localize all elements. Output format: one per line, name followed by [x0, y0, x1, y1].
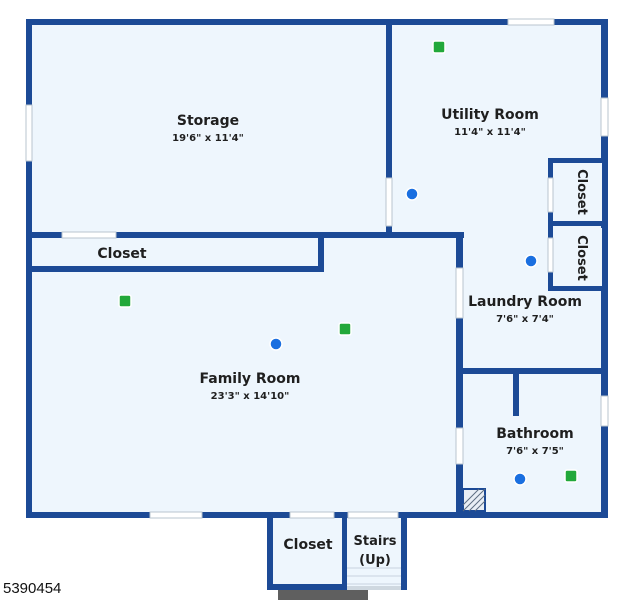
door-storage-utility	[385, 177, 393, 227]
door-bathroom	[455, 427, 464, 465]
stairs-bottom-shadow	[347, 586, 401, 590]
panorama-marker-bathroom[interactable]	[564, 469, 578, 483]
entry-dark	[278, 590, 368, 600]
camera-marker-family[interactable]	[269, 337, 283, 351]
family-name: Family Room	[200, 371, 301, 387]
laundry-name: Laundry Room	[468, 294, 582, 310]
closet-right-1-name: Closet	[574, 169, 589, 215]
laundry-dims: 7'6" x 7'4"	[496, 314, 554, 325]
camera-marker-bathroom[interactable]	[513, 472, 527, 486]
wall-laundry-bath	[460, 368, 608, 374]
panorama-marker-family-right[interactable]	[338, 322, 352, 336]
window-top-right	[507, 18, 555, 26]
closet-r1-bottom	[548, 221, 606, 226]
wall-storage-utility	[386, 19, 392, 237]
door-stairs	[347, 511, 399, 519]
door-closet-r1	[547, 177, 554, 213]
storage-name: Storage	[177, 113, 239, 129]
window-utility-right	[600, 97, 609, 137]
panorama-marker-family-left[interactable]	[118, 294, 132, 308]
shower-drain-hatch	[462, 488, 486, 512]
panorama-marker-utility[interactable]	[432, 40, 446, 54]
closet-right-2-name: Closet	[574, 235, 589, 281]
storage-floor	[30, 24, 390, 236]
closet-bottom-divider	[342, 514, 347, 590]
stairs-treads	[347, 567, 401, 585]
camera-marker-utility[interactable]	[405, 187, 419, 201]
door-closet-bottom	[289, 511, 335, 519]
utility-name: Utility Room	[441, 107, 539, 123]
closet-bottom-left	[267, 514, 273, 590]
window-bath-right	[600, 395, 609, 427]
closet-right-2-floor	[552, 228, 602, 288]
door-closet-r2	[547, 237, 554, 273]
outer-wall-right	[601, 19, 608, 518]
bathroom-name: Bathroom	[496, 426, 574, 442]
listing-id: 5390454	[3, 580, 62, 597]
door-family-right	[455, 267, 464, 319]
wall-storage-bottom	[26, 232, 464, 238]
closet-upper-name: Closet	[97, 246, 147, 262]
family-floor	[30, 270, 460, 514]
closet-bottom-name: Closet	[283, 537, 333, 553]
closet-r1-top	[548, 158, 606, 163]
wall-closet-bottom	[26, 266, 324, 272]
stairs-direction: (Up)	[359, 553, 391, 568]
utility-dims: 11'4" x 11'4"	[454, 127, 526, 138]
storage-dims: 19'6" x 11'4"	[172, 133, 244, 144]
family-floor-ext	[322, 236, 460, 270]
stairs-right	[401, 514, 407, 590]
window-left	[25, 104, 33, 162]
wall-closet-right	[318, 236, 324, 272]
window-storage-bottom	[61, 231, 117, 239]
closet-upper-floor	[30, 236, 322, 270]
photo-markers	[118, 40, 578, 486]
closet-bottom-floorline	[267, 584, 347, 590]
closet-right-1-floor	[552, 162, 602, 222]
wall-family-right	[456, 232, 463, 518]
camera-marker-laundry[interactable]	[524, 254, 538, 268]
family-dims: 23'3" x 14'10"	[211, 391, 290, 402]
window-family-bottom	[149, 511, 203, 519]
stairs-floor	[344, 514, 404, 588]
wall-bath-stub	[513, 371, 519, 416]
stairs-name: Stairs	[354, 534, 397, 549]
outer-wall-top	[26, 19, 608, 25]
bathroom-dims: 7'6" x 7'5"	[506, 446, 564, 457]
closet-bottom-floor	[270, 514, 344, 588]
closet-r2-bottom	[548, 286, 606, 291]
